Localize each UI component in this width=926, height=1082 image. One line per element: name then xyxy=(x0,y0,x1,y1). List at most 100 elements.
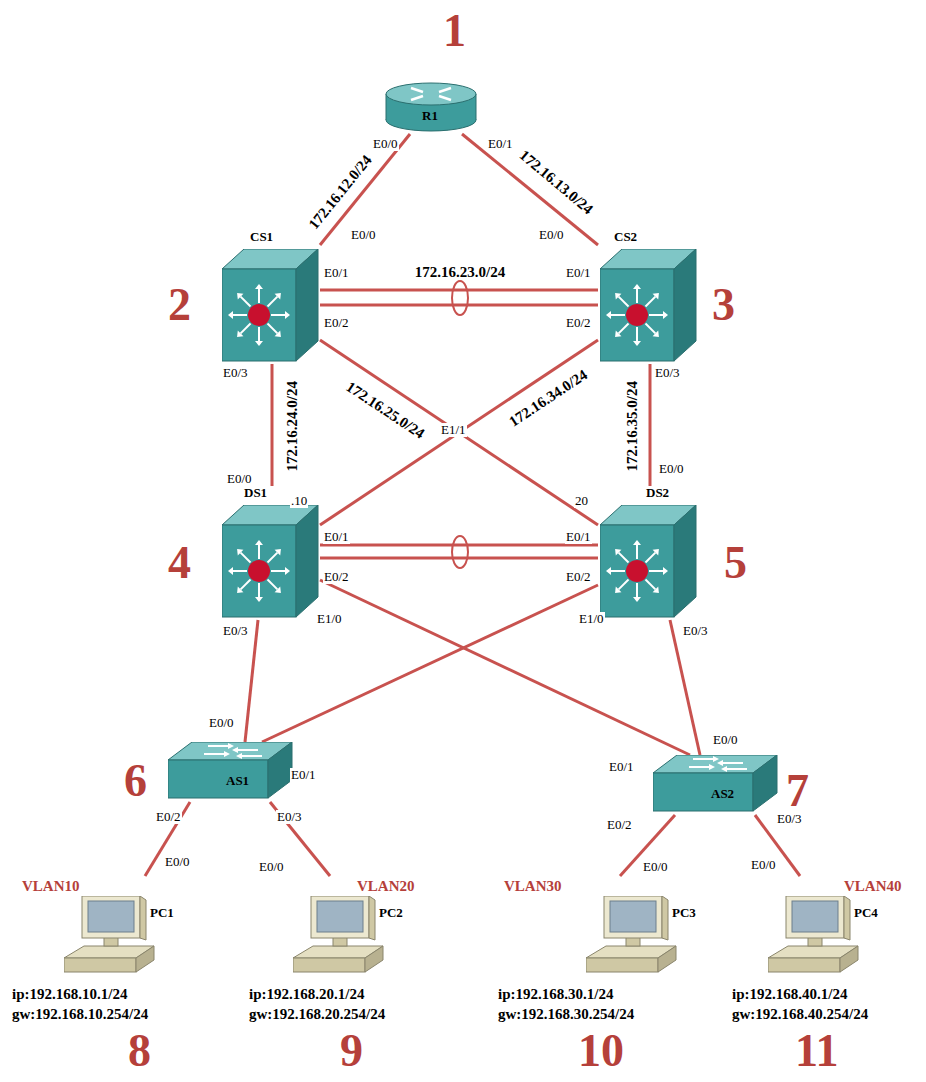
icon-shape xyxy=(237,331,243,337)
interface-label: E0/0 xyxy=(372,137,399,151)
icon-shape xyxy=(600,269,674,361)
icon-shape xyxy=(619,553,629,563)
icon-shape xyxy=(721,766,727,772)
icon-shape xyxy=(228,311,233,319)
callout-number: 5 xyxy=(724,540,747,586)
interface-label: E0/1 xyxy=(608,760,635,774)
port-channel-mark xyxy=(452,536,468,568)
callout-number: 7 xyxy=(786,768,809,814)
interface-label: E0/2 xyxy=(155,810,182,824)
vlan-label: VLAN40 xyxy=(844,878,902,895)
icon-shape xyxy=(365,946,383,972)
device-icon xyxy=(385,82,477,132)
icon-shape xyxy=(237,587,243,593)
pc-node: VLAN40PC4ip:192.168.40.1/24gw:192.168.40… xyxy=(728,876,920,1026)
interface-label: E0/0 xyxy=(164,855,191,869)
device-name: PC3 xyxy=(672,906,696,920)
link-line xyxy=(320,340,598,525)
icon-shape xyxy=(619,579,629,589)
interface-label: E0/1 xyxy=(323,530,350,544)
icon-shape xyxy=(255,341,263,346)
subnet-label: 172.16.13.0/24 xyxy=(515,145,598,218)
icon-shape xyxy=(717,760,723,766)
icon-shape xyxy=(240,755,262,757)
icon-shape xyxy=(237,549,243,555)
interface-label: E0/3 xyxy=(654,366,681,380)
pc-node: VLAN30PC3ip:192.168.30.1/24gw:192.168.30… xyxy=(492,876,704,1026)
icon-shape xyxy=(610,901,656,932)
interface-label: E0/0 xyxy=(642,860,669,874)
interface-label: .10 xyxy=(290,494,308,508)
icon-shape xyxy=(439,96,451,100)
icon-shape xyxy=(663,311,668,319)
icon-shape xyxy=(228,567,233,575)
link-line xyxy=(320,304,598,307)
icon-shape xyxy=(386,83,476,105)
icon-shape xyxy=(236,753,242,759)
icon-shape xyxy=(689,759,747,769)
icon-shape xyxy=(64,958,136,972)
icon-shape xyxy=(645,579,655,589)
icon-shape xyxy=(222,525,296,617)
multilayer-switch-node: CS2 xyxy=(598,230,698,364)
icon-shape xyxy=(606,311,611,319)
icon-shape xyxy=(285,311,290,319)
icon-shape xyxy=(293,958,365,972)
icon-shape xyxy=(653,331,659,337)
icon-shape xyxy=(653,549,659,555)
icon-shape xyxy=(615,549,621,555)
icon-shape xyxy=(611,570,625,572)
interface-label: E0/3 xyxy=(276,810,303,824)
icon-shape xyxy=(82,896,140,938)
icon-shape xyxy=(619,323,629,333)
icon-shape xyxy=(232,747,238,753)
icon-shape xyxy=(786,896,844,938)
icon-shape xyxy=(237,293,243,299)
icon-shape xyxy=(228,743,234,749)
subnet-label: 172.16.35.0/24 xyxy=(624,379,641,473)
icon-shape xyxy=(604,896,662,938)
device-name: DS2 xyxy=(646,486,669,500)
icon-shape xyxy=(204,753,226,755)
access-switch-node: AS1 xyxy=(168,742,294,802)
icon-shape xyxy=(674,505,696,617)
interface-label: E0/3 xyxy=(682,624,709,638)
interface-label: E0/3 xyxy=(222,366,249,380)
icon-shape xyxy=(600,525,674,617)
callout-number: 6 xyxy=(124,758,147,804)
icon-shape xyxy=(615,331,621,337)
icon-shape xyxy=(615,587,621,593)
interface-label: E0/0 xyxy=(258,860,285,874)
interface-label: E0/2 xyxy=(565,570,592,584)
icon-shape xyxy=(611,314,625,316)
interface-label: E0/0 xyxy=(226,472,253,486)
icon-shape xyxy=(267,323,277,333)
icon-shape xyxy=(645,323,655,333)
icon-shape xyxy=(689,766,711,768)
device-name: R1 xyxy=(422,109,438,123)
icon-shape xyxy=(267,579,277,589)
device-icon xyxy=(64,896,156,974)
interface-label: E0/0 xyxy=(538,228,565,242)
icon-shape xyxy=(653,587,659,593)
icon-shape xyxy=(268,742,292,798)
icon-shape xyxy=(233,570,247,572)
device-name: PC1 xyxy=(150,906,174,920)
icon-shape xyxy=(255,284,263,289)
subnet-label: 172.16.25.0/24 xyxy=(341,377,429,443)
icon-shape xyxy=(633,540,641,545)
link-line xyxy=(462,134,598,245)
address-text: gw:192.168.30.254/24 xyxy=(498,1006,634,1023)
link-line xyxy=(320,544,598,547)
interface-label: E0/2 xyxy=(323,316,350,330)
icon-shape xyxy=(411,88,451,100)
interface-label: E0/0 xyxy=(750,858,777,872)
interface-label: E0/3 xyxy=(222,624,249,638)
link-line xyxy=(320,340,598,525)
interface-label: E0/2 xyxy=(323,570,350,584)
interface-label: E0/1 xyxy=(487,137,514,151)
icon-shape xyxy=(645,553,655,563)
device-icon xyxy=(768,896,860,974)
icon-shape xyxy=(476,94,477,120)
icon-shape xyxy=(615,293,621,299)
